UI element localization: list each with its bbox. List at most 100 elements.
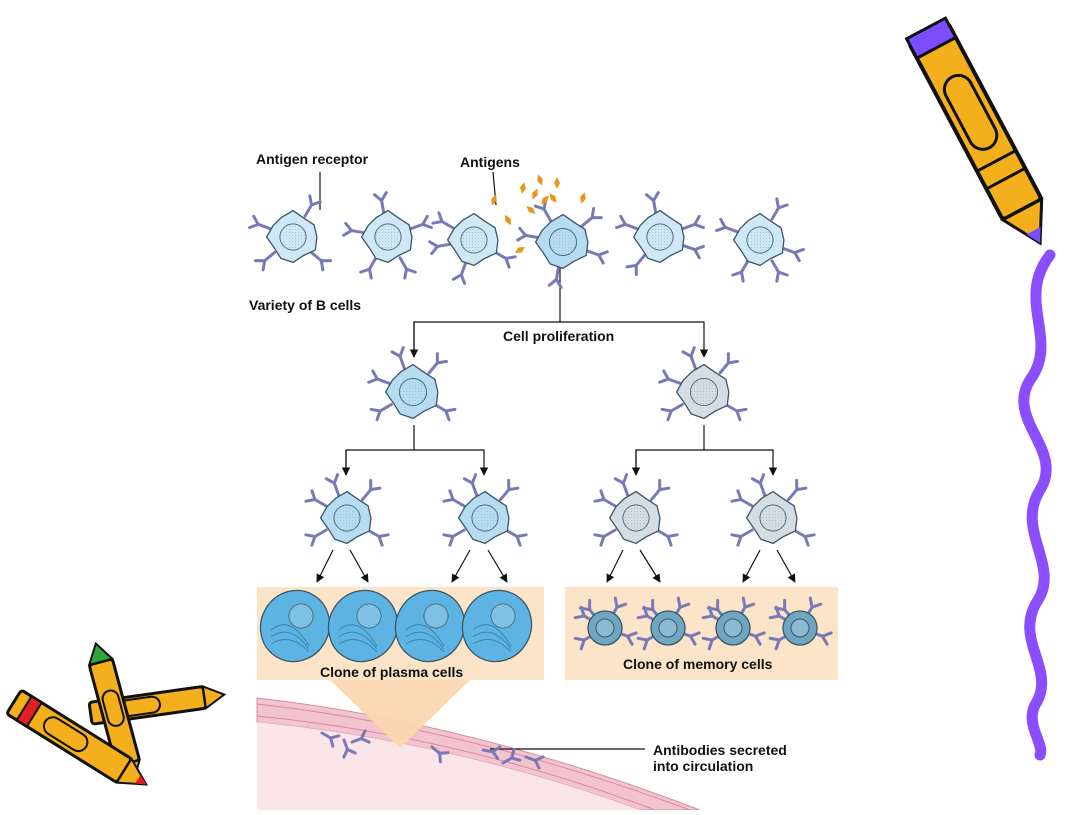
receptor (730, 489, 754, 508)
variety-b-cells-label: Variety of B cells (249, 297, 362, 313)
receptor (498, 478, 520, 502)
b-cell (715, 197, 805, 283)
antigen (520, 182, 526, 194)
receptor (462, 473, 479, 497)
flow-lines (316, 171, 796, 750)
antibody (350, 729, 371, 744)
receptor (786, 478, 808, 502)
b-cell (658, 346, 748, 422)
blood-vessel (256, 697, 701, 811)
crayons-clipart (6, 641, 227, 786)
cell-proliferation-label: Cell proliferation (503, 328, 615, 344)
receptor (428, 240, 452, 256)
b-cell (730, 473, 816, 547)
receptor (309, 250, 333, 272)
memory-cell (636, 596, 701, 651)
cell-nucleus (690, 378, 718, 406)
b-cell (367, 346, 457, 422)
receptor (442, 489, 466, 508)
memory-cell (573, 596, 638, 651)
selected-b-cell (516, 198, 609, 289)
memory-cell (701, 596, 766, 651)
clone-memory-label: Clone of memory cells (623, 656, 773, 672)
receptor (715, 217, 739, 234)
antibody (481, 745, 502, 761)
receptor (625, 253, 647, 277)
cell-nucleus (746, 226, 774, 254)
receptor (248, 214, 272, 231)
antigen (541, 195, 549, 205)
receptor (431, 211, 455, 230)
receptor (731, 259, 750, 283)
receptor (660, 403, 684, 422)
antigen (532, 188, 538, 200)
antigen (514, 247, 526, 253)
secretion-arrow (330, 680, 470, 748)
b-cell (615, 191, 705, 277)
antigens-layer (491, 174, 586, 253)
plasma-cell (327, 589, 399, 663)
receptor (730, 528, 754, 547)
antigen (554, 177, 560, 189)
b-cell (442, 473, 528, 547)
cell-nucleus (549, 228, 577, 256)
antibody (430, 745, 450, 764)
receptor (303, 194, 322, 218)
receptor (304, 528, 328, 547)
antibody (501, 748, 522, 765)
receptor (253, 250, 277, 272)
cell-nucleus (646, 223, 674, 251)
receptor (781, 246, 805, 263)
receptor (304, 489, 328, 508)
receptor (681, 243, 705, 260)
antibodies-label-line1: Antibodies secreted (653, 742, 787, 758)
antigen (549, 193, 557, 203)
receptor (342, 221, 366, 237)
b-cell (304, 473, 390, 547)
receptor (770, 259, 789, 283)
b-cell (248, 194, 333, 272)
antigen (505, 214, 511, 226)
cell-nucleus (279, 223, 307, 251)
plasma-cell (394, 589, 466, 663)
receptor (615, 214, 639, 231)
receptor (451, 261, 468, 285)
memory-cell (768, 596, 833, 651)
receptor (409, 214, 433, 231)
receptor (750, 473, 767, 497)
receptor (390, 346, 406, 371)
clone-plasma-label: Clone of plasma cells (320, 664, 464, 680)
receptor (584, 249, 609, 265)
receptor (658, 369, 683, 385)
receptor (593, 489, 617, 508)
receptor (718, 352, 740, 375)
cells-layer (248, 191, 833, 663)
receptor (427, 352, 449, 375)
receptor (593, 528, 617, 547)
antigen (491, 194, 497, 206)
cell-nucleus (460, 226, 488, 254)
cell-nucleus (759, 504, 787, 532)
receptor (398, 256, 417, 280)
plasma-cell (259, 589, 331, 663)
cell-nucleus (399, 378, 427, 406)
antigen-receptor-label: Antigen receptor (256, 151, 369, 167)
receptor (369, 403, 393, 422)
antigens-label: Antigens (460, 154, 520, 170)
receptor (547, 265, 563, 289)
antigen (580, 192, 586, 204)
cell-nucleus (333, 504, 361, 532)
receptor (649, 478, 671, 502)
receptor (359, 256, 378, 280)
receptor (770, 197, 789, 221)
cell-nucleus (622, 504, 650, 532)
b-cell (593, 473, 679, 547)
antibodies-label: Antibodies secreted into circulation (653, 742, 823, 774)
crayon-with-squiggle-clipart (904, 16, 1056, 761)
receptor (681, 214, 705, 231)
receptor (360, 478, 382, 502)
receptor (324, 473, 341, 497)
antibodies-layer (320, 729, 545, 770)
